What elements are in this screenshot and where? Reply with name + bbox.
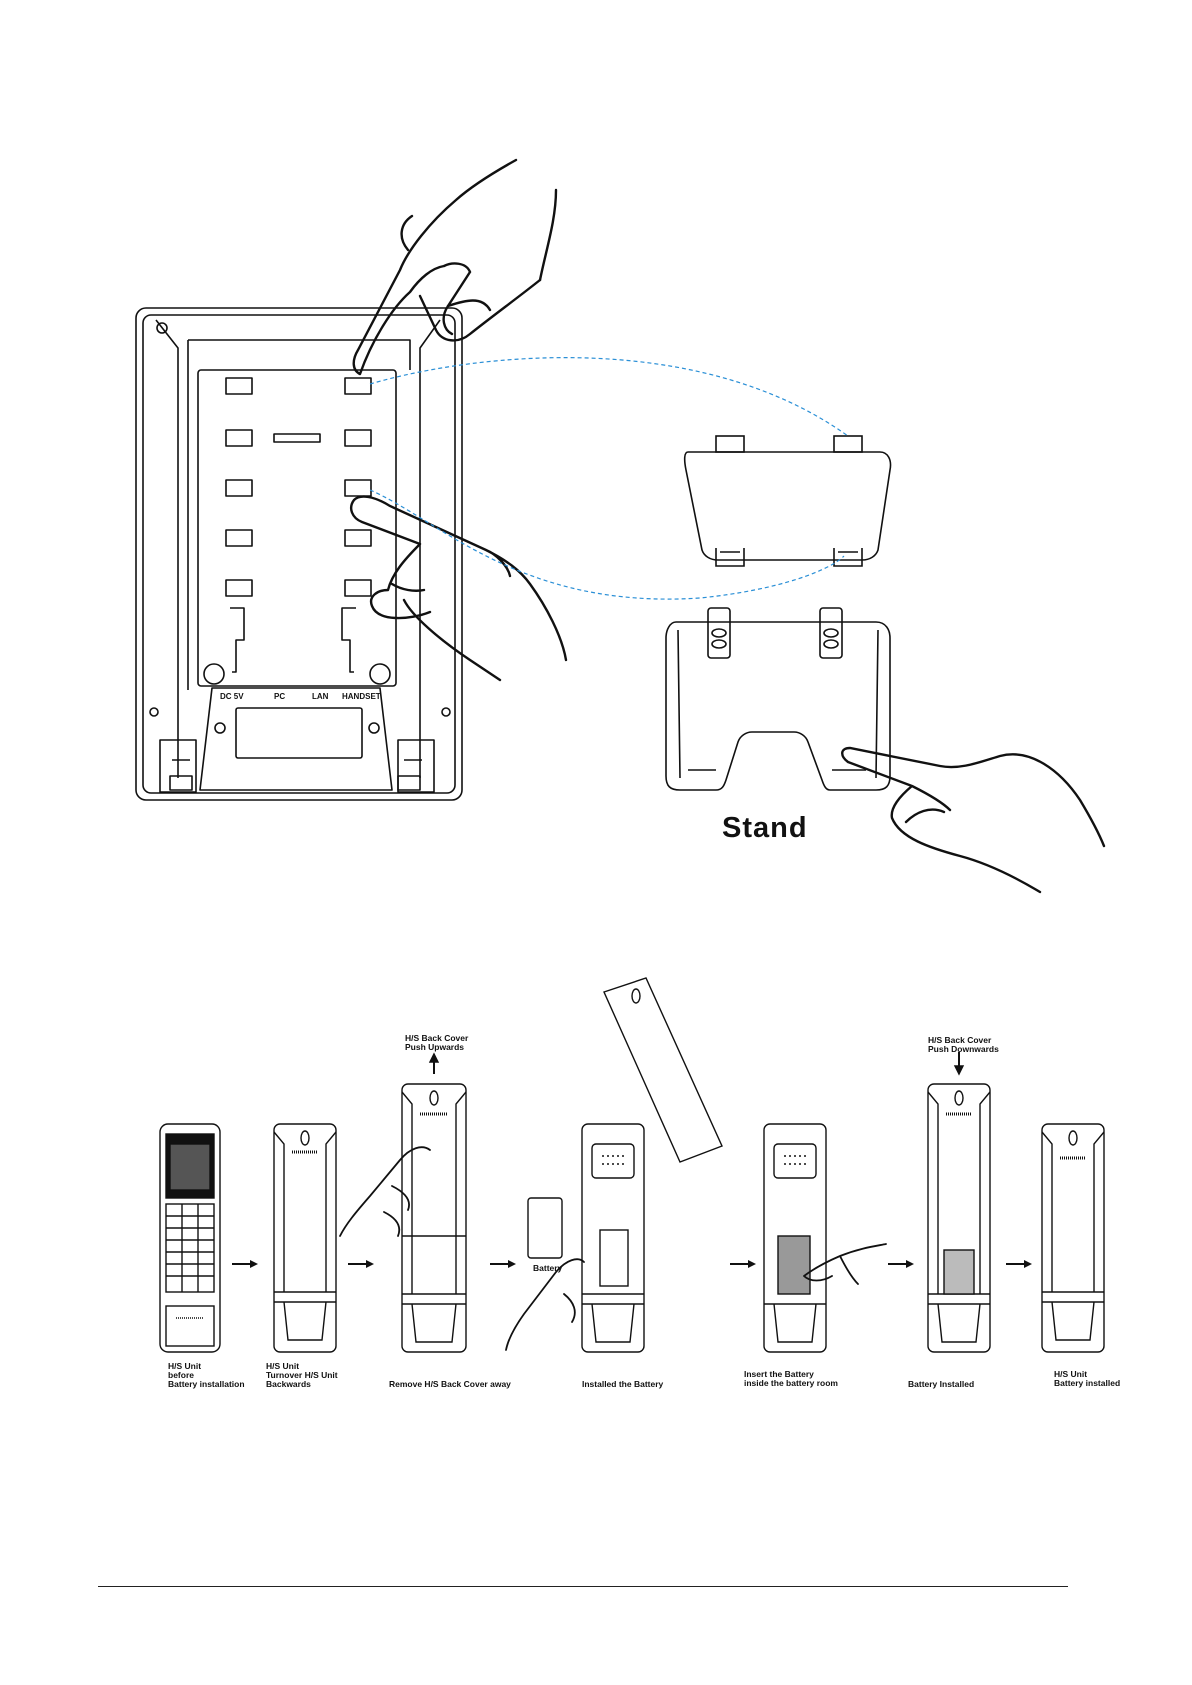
hand-hold-stand-icon — [841, 746, 1106, 894]
battery-icon — [527, 1197, 563, 1259]
stand-mount-recess — [197, 369, 397, 687]
stand-body — [665, 607, 891, 791]
port-label-handset: HANDSET — [342, 692, 381, 701]
hands-battery-steps-icon — [339, 1146, 887, 1351]
caption-unit-before: H/S Unit before Battery installation — [168, 1361, 245, 1389]
caption-battery: Battery — [533, 1263, 563, 1273]
caption-turnover: H/S Unit Turnover H/S Unit Backwards — [266, 1361, 338, 1389]
caption-remove-cover: Remove H/S Back Cover away — [389, 1379, 511, 1389]
handset-front — [159, 1123, 221, 1353]
hand-press-top-icon — [352, 158, 558, 376]
handset-remove-cover — [401, 1052, 467, 1353]
stand-clip-plate — [683, 435, 892, 567]
port-label-dc5v: DC 5V — [220, 692, 244, 701]
port-label-lan: LAN — [312, 692, 329, 701]
handset-back-installed — [1041, 1123, 1105, 1353]
handset-open-battery — [527, 977, 723, 1353]
mount-slots — [225, 377, 372, 597]
hand-press-right-icon — [350, 495, 568, 682]
stand-label: Stand — [722, 812, 808, 844]
footer-divider — [98, 1586, 1068, 1587]
caption-installed-battery: Installed the Battery — [582, 1379, 664, 1389]
port-label-pc: PC — [274, 692, 286, 701]
caption-insert-battery: Insert the Battery inside the battery ro… — [744, 1369, 838, 1388]
caption-cover-up: H/S Back Cover Push Upwards — [405, 1033, 469, 1052]
caption-unit-installed: H/S Unit Battery installed — [1054, 1369, 1121, 1388]
handset-back-closed — [273, 1123, 337, 1353]
phone-base-outline — [135, 307, 463, 801]
handset-cover-push-down — [927, 1052, 991, 1353]
port-panel — [199, 687, 393, 791]
caption-cover-down: H/S Back Cover Push Downwards — [928, 1035, 999, 1054]
caption-battery-installed: Battery Installed — [908, 1379, 975, 1389]
leader-lines — [369, 357, 849, 600]
handset-insert-battery — [763, 1123, 827, 1353]
detached-back-cover — [603, 977, 723, 1163]
